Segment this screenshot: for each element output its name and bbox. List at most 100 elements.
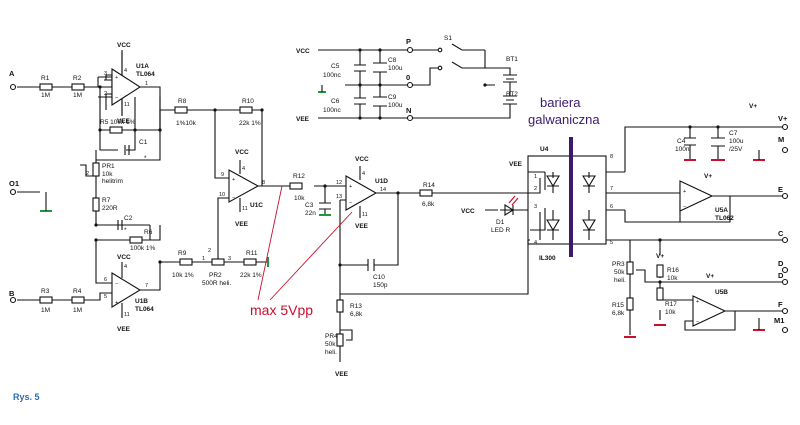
svg-text:4: 4 bbox=[242, 166, 245, 172]
value-r9: 10k 1% bbox=[172, 272, 194, 279]
label-u4: U4 bbox=[540, 146, 549, 153]
type-u4: IL300 bbox=[539, 255, 556, 262]
svg-text:4: 4 bbox=[362, 171, 365, 177]
optocoupler-il300: 1 2 3 4 8 7 6 5 bbox=[340, 137, 785, 295]
amplitude-annotation-lines bbox=[257, 185, 353, 301]
svg-text:3: 3 bbox=[104, 71, 107, 77]
svg-text:13: 13 bbox=[336, 194, 342, 200]
value-r1: 1M bbox=[41, 92, 50, 99]
pr1-pin-label: 2 bbox=[86, 171, 89, 177]
label-r14: R14 bbox=[423, 182, 435, 189]
label-r13: R13 bbox=[350, 303, 362, 310]
terminal-label-d1: D bbox=[778, 259, 784, 268]
label-c5: C5 bbox=[331, 63, 340, 70]
svg-text:11: 11 bbox=[124, 102, 130, 108]
label-pr2: PR2 bbox=[209, 272, 222, 279]
svg-text:14: 14 bbox=[380, 187, 386, 193]
label-r8: R8 bbox=[178, 98, 187, 105]
offset-network bbox=[9, 160, 161, 244]
barrier-label-line1: bariera bbox=[540, 95, 581, 110]
svg-text:−: − bbox=[349, 200, 352, 206]
supply-vcc-u1a: VCC bbox=[117, 42, 131, 49]
label-c9: C9 bbox=[388, 94, 397, 101]
svg-text:+: + bbox=[115, 300, 118, 306]
value-c10: 150p bbox=[373, 282, 388, 289]
value-c5: 100nc bbox=[323, 72, 341, 79]
supply-vplus-u5b: V+ bbox=[706, 273, 714, 280]
value-r14: 6,8k bbox=[422, 201, 435, 208]
label-r3: R3 bbox=[41, 288, 50, 295]
label-r1: R1 bbox=[41, 75, 50, 82]
svg-text:2: 2 bbox=[104, 91, 107, 97]
value-pr4: 50k bbox=[325, 341, 336, 348]
svg-text:3: 3 bbox=[534, 204, 537, 210]
supply-vcc-d1: VCC bbox=[461, 208, 475, 215]
type-u5a: TL062 bbox=[715, 215, 734, 222]
type-pr3: heli. bbox=[614, 277, 626, 284]
terminal-label-vplus: V+ bbox=[778, 114, 788, 123]
value-c9: 100u bbox=[388, 102, 403, 109]
value-r15: 6,8k bbox=[612, 310, 625, 317]
diff-amp-u1c: + − 9 10 8 4 11 2 1 3 bbox=[159, 106, 290, 267]
label-r9: R9 bbox=[178, 250, 187, 257]
svg-text:2: 2 bbox=[208, 248, 211, 254]
svg-text:7: 7 bbox=[610, 186, 613, 192]
terminal-label-m: M bbox=[778, 135, 784, 144]
value-r6: 100k 1% bbox=[130, 245, 156, 252]
label-r2: R2 bbox=[73, 75, 82, 82]
value-r17: 10k bbox=[665, 309, 676, 316]
label-r17: R17 bbox=[665, 301, 677, 308]
svg-text:11: 11 bbox=[242, 206, 248, 212]
supply-vcc-psu: VCC bbox=[296, 48, 310, 55]
supply-vee-u1a: VEE bbox=[117, 118, 131, 125]
max-amplitude-note: max 5Vpp bbox=[250, 302, 313, 318]
label-r16: R16 bbox=[667, 267, 679, 274]
label-u1c: U1C bbox=[250, 202, 263, 209]
rating-c7: /25V bbox=[729, 146, 743, 153]
svg-text:+: + bbox=[232, 177, 235, 183]
label-bt2: BT2 bbox=[506, 91, 518, 98]
terminal-label-f: F bbox=[778, 300, 783, 309]
label-r12: R12 bbox=[293, 173, 305, 180]
supply-vee-u1d: VEE bbox=[355, 223, 369, 230]
svg-text:−: − bbox=[683, 204, 686, 210]
svg-text:1: 1 bbox=[534, 174, 537, 180]
supply-vplus-u5a: V+ bbox=[704, 173, 712, 180]
label-c8: C8 bbox=[388, 57, 397, 64]
label-r4: R4 bbox=[73, 288, 82, 295]
supply-vplus-out: V+ bbox=[749, 103, 757, 110]
svg-text:−: − bbox=[115, 281, 118, 287]
svg-text:3: 3 bbox=[228, 256, 231, 262]
label-r6: R6 bbox=[144, 229, 153, 236]
label-c7: C7 bbox=[729, 130, 738, 137]
svg-text:9: 9 bbox=[221, 172, 224, 178]
svg-text:8: 8 bbox=[610, 154, 613, 160]
value-r8: 1%10k bbox=[176, 120, 197, 127]
barrier-label-line2: galwaniczna bbox=[528, 112, 600, 127]
svg-text:2: 2 bbox=[534, 186, 537, 192]
value-r10: 22k 1% bbox=[239, 120, 261, 127]
supply-vplus-r16: V+ bbox=[656, 253, 664, 260]
type-pr1: helitrim bbox=[102, 178, 123, 185]
output-side: + − + − bbox=[624, 123, 789, 338]
label-u1d: U1D bbox=[375, 178, 388, 185]
label-d1: D1 bbox=[496, 219, 505, 226]
svg-text:−: − bbox=[696, 319, 699, 325]
value-r2: 1M bbox=[73, 92, 82, 99]
svg-text:12: 12 bbox=[336, 180, 342, 186]
value-r16: 10k bbox=[667, 275, 678, 282]
value-pr3: 50k bbox=[614, 269, 625, 276]
svg-text:11: 11 bbox=[124, 312, 130, 318]
label-c2: C2 bbox=[124, 215, 133, 222]
value-r3: 1M bbox=[41, 307, 50, 314]
label-r7: R7 bbox=[102, 197, 111, 204]
value-r12: 10k bbox=[294, 195, 305, 202]
value-r11: 22k 1% bbox=[240, 272, 262, 279]
svg-text:+: + bbox=[115, 75, 118, 81]
supply-vcc-u1c: VCC bbox=[235, 149, 249, 156]
terminal-label-o1: O1 bbox=[9, 179, 19, 188]
c1-mark: * bbox=[144, 155, 147, 162]
terminal-label-m1: M1 bbox=[774, 316, 784, 325]
terminal-label-e: E bbox=[778, 185, 783, 194]
label-u1a: U1A bbox=[136, 63, 149, 70]
